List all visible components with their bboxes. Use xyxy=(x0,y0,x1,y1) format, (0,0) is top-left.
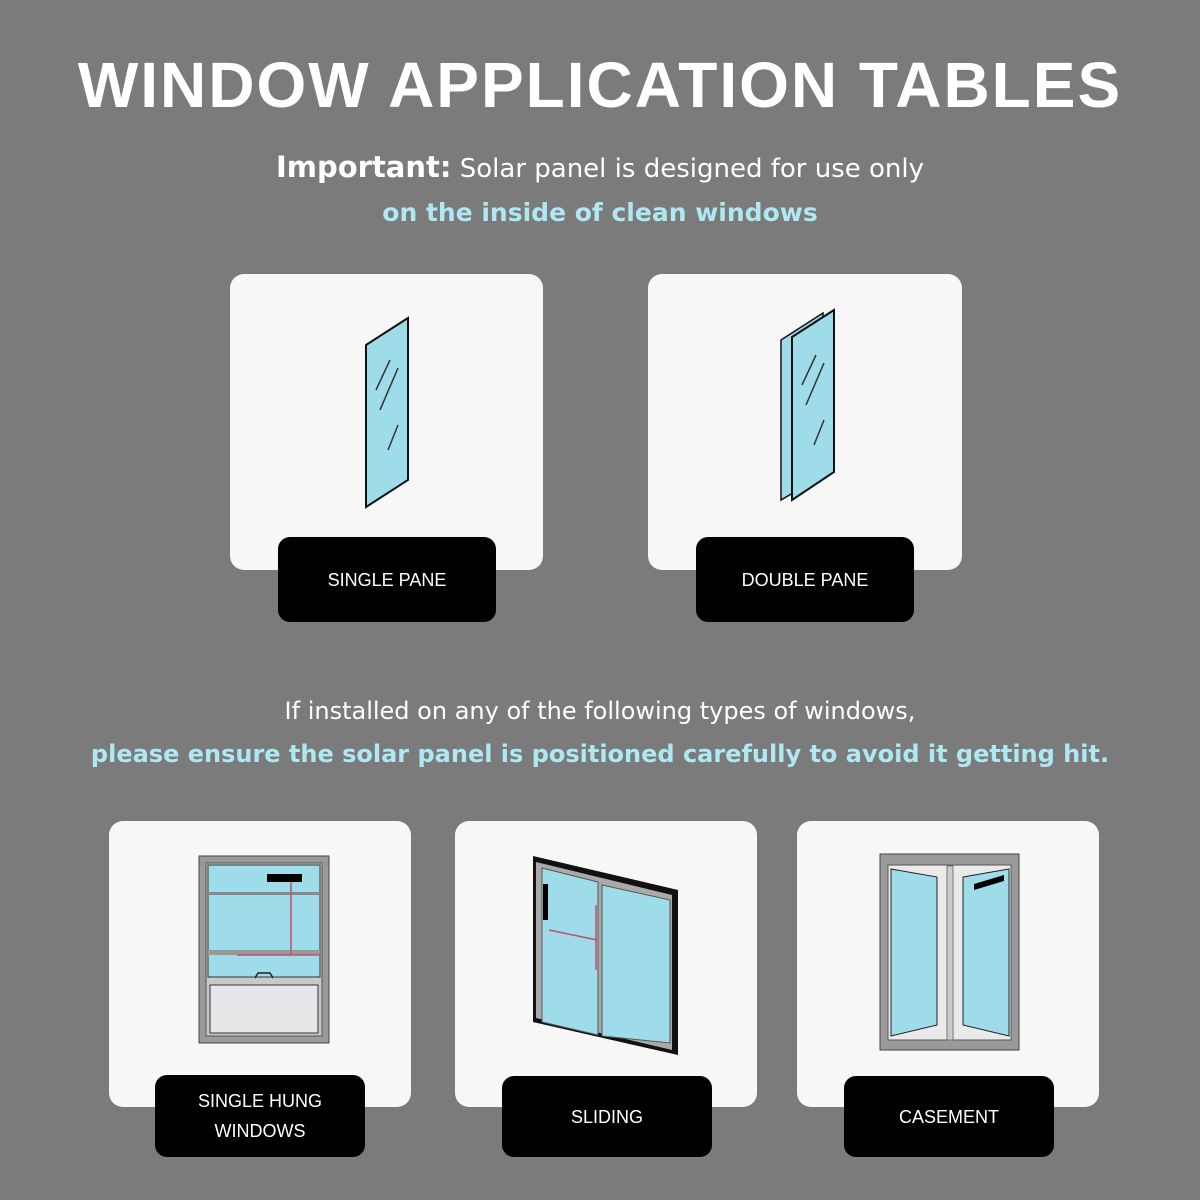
important-highlight: on the inside of clean windows xyxy=(382,198,818,227)
single-pane-label: SINGLE PANE xyxy=(278,537,496,622)
casement-label: CASEMENT xyxy=(844,1076,1054,1157)
double-pane-label: DOUBLE PANE xyxy=(696,537,914,622)
single-hung-label-line2: WINDOWS xyxy=(214,1121,306,1141)
caution-highlight: please ensure the solar panel is positio… xyxy=(90,740,1110,768)
single-pane-card xyxy=(230,274,543,570)
important-note: Important: Solar panel is designed for u… xyxy=(0,150,1200,184)
page-title: WINDOW APPLICATION TABLES xyxy=(77,49,1123,121)
double-pane-card xyxy=(648,274,962,570)
single-hung-label: SINGLE HUNG WINDOWS xyxy=(155,1075,365,1157)
single-hung-card xyxy=(109,821,411,1107)
sliding-card xyxy=(455,821,757,1107)
important-label: Important: xyxy=(275,150,452,184)
sliding-label: SLIDING xyxy=(502,1076,712,1157)
casement-card xyxy=(797,821,1099,1107)
caution-text: If installed on any of the following typ… xyxy=(284,697,916,725)
single-hung-label-line1: SINGLE HUNG xyxy=(197,1091,323,1111)
important-text: Solar panel is designed for use only xyxy=(459,154,925,184)
